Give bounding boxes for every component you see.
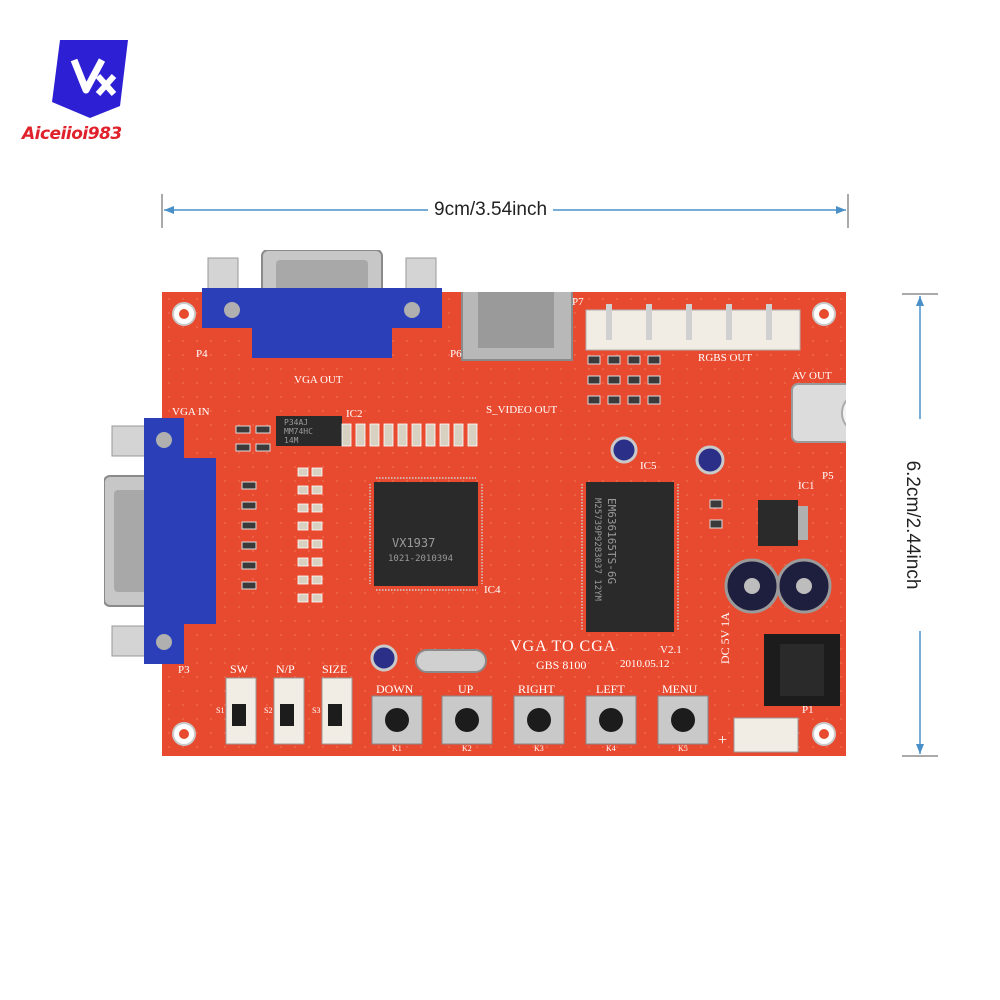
silk-plus: + (718, 732, 728, 749)
board-title: VGA TO CGA (510, 638, 617, 655)
button-label-up: UP (458, 682, 474, 696)
board-model: GBS 8100 (536, 658, 587, 672)
pcb-artwork (162, 271, 887, 756)
vga-connector-icon (202, 249, 442, 358)
button-label-right: RIGHT (518, 682, 555, 696)
silk-p1: P1 (802, 704, 814, 716)
switch-label-size: SIZE (322, 662, 348, 676)
silk-s-video-out: S_VIDEO OUT (486, 404, 558, 416)
button-id-k3: K3 (534, 744, 544, 753)
small-ic-line2: MM74HC (284, 427, 313, 436)
switch-label-sw: SW (230, 662, 248, 676)
silk-rgbs-out: RGBS OUT (698, 352, 753, 364)
silk-ic1: IC1 (798, 480, 815, 492)
vga-connector-icon (103, 418, 216, 664)
silk-ic5: IC5 (640, 460, 657, 472)
memory-chip-code: M25739P9283037 12YM (592, 498, 602, 601)
button-id-k4: K4 (606, 744, 616, 753)
small-ic-line3: 14M (284, 436, 299, 445)
silk-p7: P7 (572, 296, 584, 308)
vga-out-connector (202, 249, 442, 360)
pcb-board: VX1937 1021-2010394 EM636165TS-6G M25739… (103, 249, 887, 756)
silk-vga-in: VGA IN (172, 406, 210, 418)
silk-av-out: AV OUT (792, 370, 832, 382)
memory-chip-label: EM636165TS-6G (605, 498, 618, 585)
small-ic-line1: P34AJ (284, 418, 309, 427)
vga-in-connector (103, 418, 224, 664)
board-version: V2.1 (660, 644, 682, 656)
button-label-menu: MENU (662, 682, 698, 696)
board-date: 2010.05.12 (620, 658, 670, 670)
height-label: 6.2cm/2.44inch (901, 419, 923, 631)
switch-id-s3: S3 (312, 706, 321, 715)
switch-id-s2: S2 (264, 706, 273, 715)
switch-label-np: N/P (276, 662, 295, 676)
silk-p3: P3 (178, 664, 190, 676)
main-chip-code: 1021-2010394 (388, 554, 454, 564)
button-label-left: LEFT (596, 682, 625, 696)
logo-shield-icon (52, 40, 128, 118)
silk-p6: P6 (450, 348, 462, 360)
silk-ic2: IC2 (346, 408, 363, 420)
brand-logo (40, 36, 140, 122)
silk-ic4: IC4 (484, 584, 501, 596)
button-id-k5: K5 (678, 744, 688, 753)
brand-text: Aiceiioi983 (22, 124, 122, 144)
button-id-k2: K2 (462, 744, 472, 753)
switch-id-s1: S1 (216, 706, 225, 715)
button-id-k1: K1 (392, 744, 402, 753)
silk-dc-label: DC 5V 1A (718, 612, 732, 664)
width-label: 9cm/3.54inch (428, 199, 554, 221)
main-chip-label: VX1937 (392, 536, 436, 550)
silk-p5: P5 (822, 470, 834, 482)
button-label-down: DOWN (376, 682, 414, 696)
silk-p4: P4 (196, 348, 208, 360)
silk-vga-out: VGA OUT (294, 374, 343, 386)
